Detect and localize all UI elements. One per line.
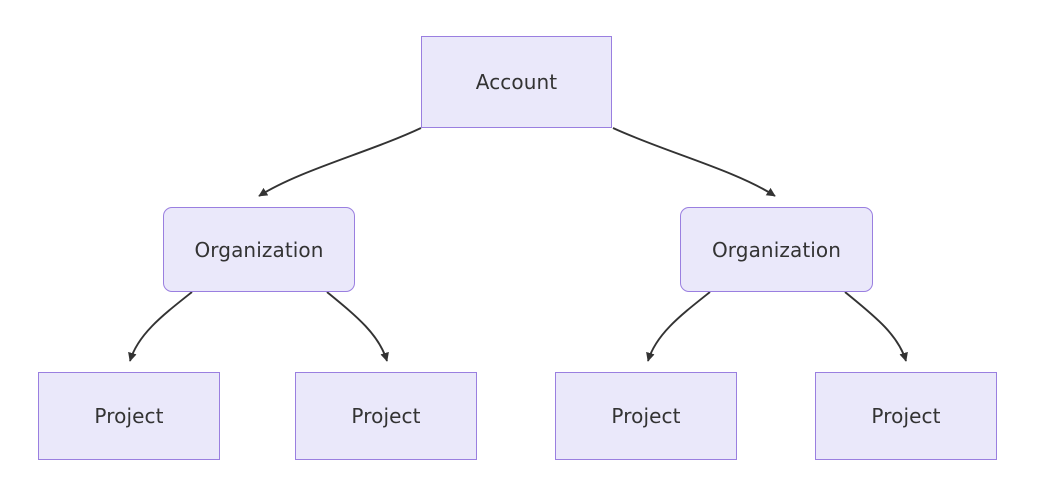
node-project-1[interactable]: Project [38, 372, 220, 460]
edge-org-right-to-project-3 [646, 291, 711, 362]
edge-org-left-to-project-1 [128, 291, 193, 362]
node-account[interactable]: Account [421, 36, 612, 128]
node-project-4[interactable]: Project [815, 372, 997, 460]
node-organization-right-label: Organization [711, 237, 842, 262]
node-account-label: Account [475, 70, 558, 94]
node-project-1-label: Project [94, 404, 164, 428]
node-organization-left-label: Organization [194, 237, 324, 262]
node-project-4-label: Project [871, 404, 941, 428]
edge-account-to-org-right [612, 127, 776, 197]
node-organization-left[interactable]: Organization [163, 207, 355, 292]
node-organization-right[interactable]: Organization [680, 207, 873, 292]
node-project-3-label: Project [611, 404, 681, 428]
node-project-3[interactable]: Project [555, 372, 737, 460]
node-project-2-label: Project [351, 404, 421, 428]
edge-account-to-org-left [258, 127, 422, 197]
edge-org-right-to-project-4 [844, 291, 908, 362]
edge-org-left-to-project-2 [326, 291, 389, 362]
node-project-2[interactable]: Project [295, 372, 477, 460]
